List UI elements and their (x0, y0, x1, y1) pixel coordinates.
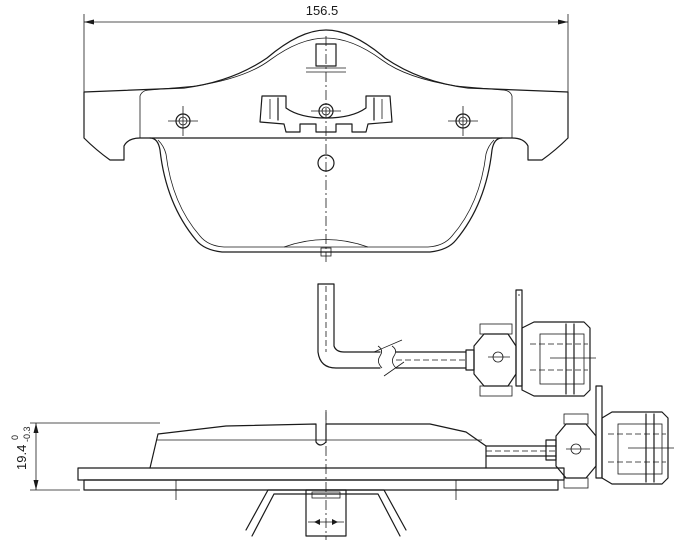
connector-side (545, 385, 674, 489)
sensor-cable-top (317, 283, 467, 377)
width-dimension: 156.5 (83, 3, 569, 92)
backing-plate-outline (83, 29, 569, 161)
thickness-tolerance-lower: -0.3 (22, 426, 32, 442)
thickness-tolerance-upper: 0 (10, 435, 20, 440)
mounting-hole-right (448, 106, 478, 136)
friction-material-side (149, 423, 487, 469)
backing-plate-side (77, 467, 565, 491)
width-dimension-label: 156.5 (306, 3, 339, 18)
thickness-dimension: 19.4 0 -0.3 (10, 422, 160, 491)
thickness-dimension-label: 19.4 (14, 445, 29, 470)
connector-top (465, 289, 596, 397)
sensor-wire-exit (320, 247, 332, 262)
sensor-cable-side (485, 445, 557, 457)
mounting-hole-left (168, 106, 198, 136)
slot-markers-side (170, 412, 464, 500)
